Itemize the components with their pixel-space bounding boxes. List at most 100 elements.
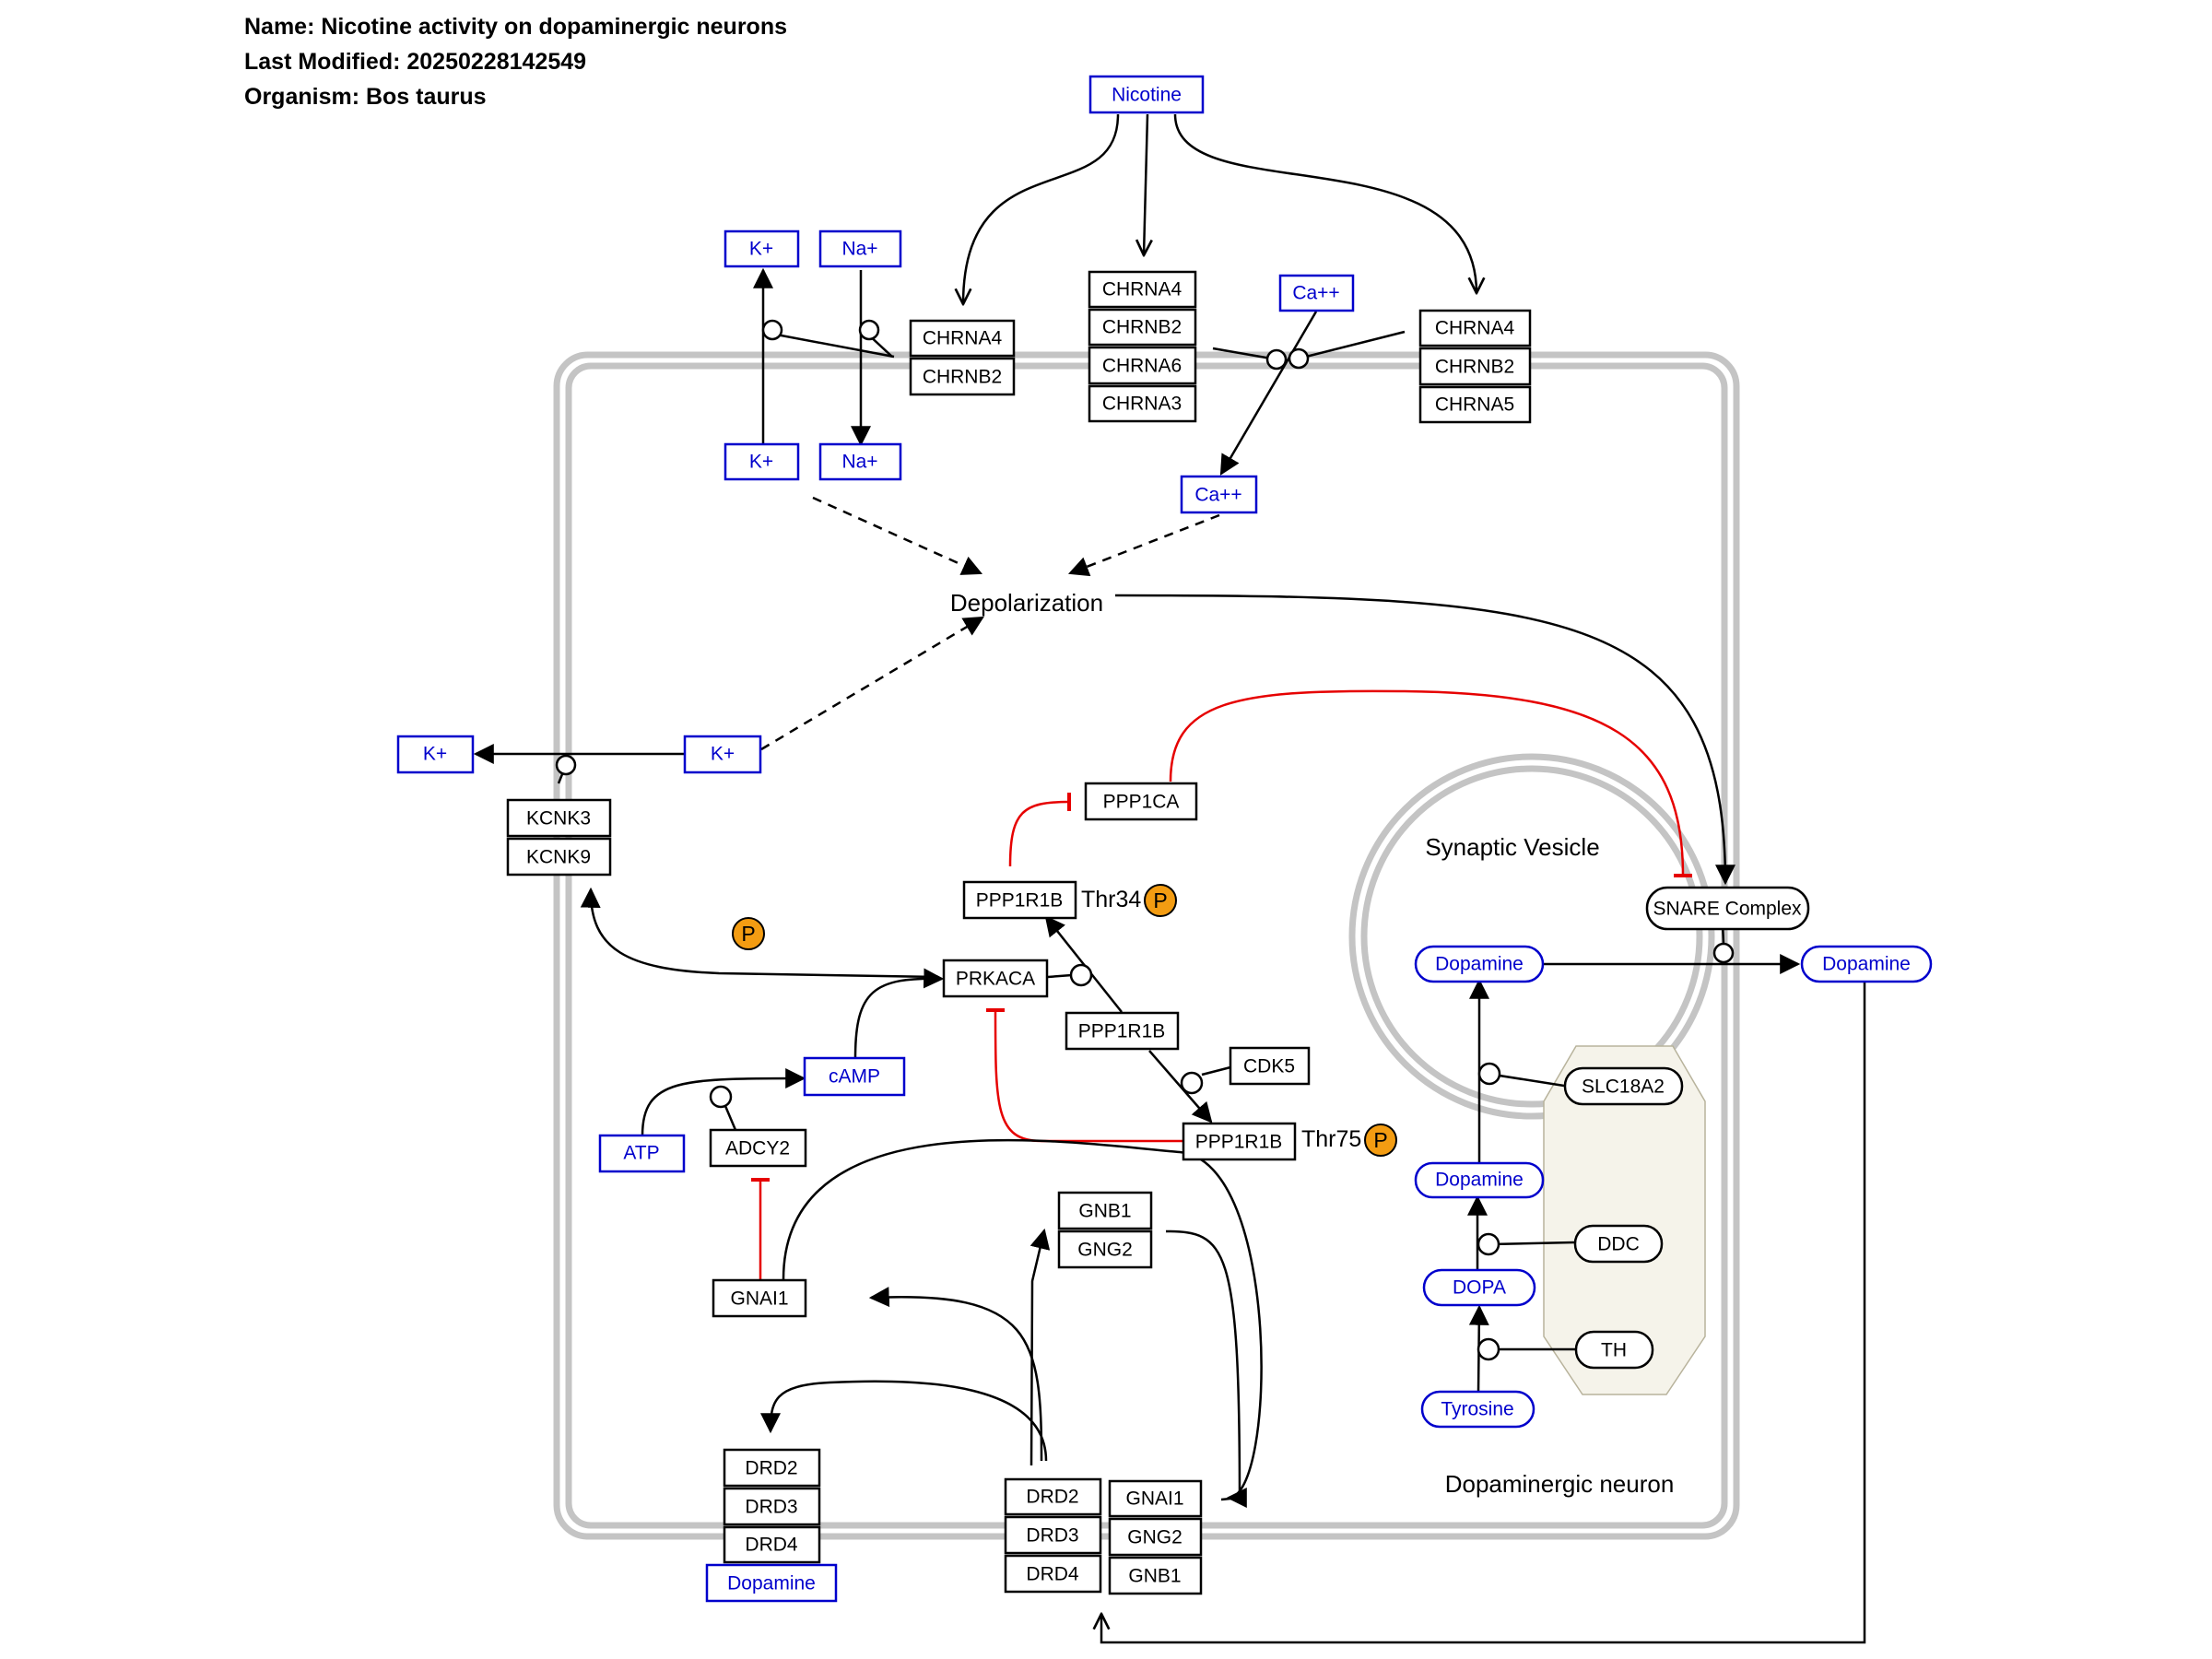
- ppp1r1b-label: PPP1R1B: [1195, 1132, 1283, 1153]
- ppp1ca-label: PPP1CA: [1103, 792, 1180, 813]
- ca-outside-node[interactable]: Ca++: [1278, 274, 1355, 312]
- ppp1r1b-thr75-node[interactable]: PPP1R1B: [1182, 1122, 1297, 1161]
- prkaca-catalysis-line: [1047, 973, 1073, 979]
- depolarization-to-snare-line: [1114, 594, 1735, 886]
- kcnk9-label: KCNK9: [526, 847, 591, 868]
- gnai1-gng2-gnb1-complex[interactable]: GNAI1 GNG2 GNB1: [1108, 1479, 1203, 1595]
- ppp1r1b-to-thr75-line: [1148, 1050, 1213, 1124]
- dopamine-cytosol-node[interactable]: Dopamine: [1414, 1161, 1545, 1199]
- snare-catalysis-node: [1712, 942, 1735, 964]
- na-plus-outside-top-node[interactable]: Na+: [818, 229, 902, 268]
- nicotine-node[interactable]: Nicotine: [1088, 75, 1205, 114]
- ca-to-depolarization-dashed: [1067, 513, 1220, 577]
- nicotine-to-chrna4-chrnb2-line: [963, 113, 1120, 304]
- phospho-letter: P: [1373, 1128, 1387, 1152]
- chrna6-complex[interactable]: CHRNA4 CHRNB2 CHRNA6 CHRNA3: [1088, 270, 1197, 423]
- synaptic-vesicle-inner: [1360, 765, 1703, 1108]
- camp-node[interactable]: cAMP: [803, 1056, 906, 1097]
- gnai1-node[interactable]: GNAI1: [712, 1278, 807, 1318]
- ppp1ca-inhibits-snare: [1169, 689, 1693, 878]
- drd-to-gnai1-line: [868, 1287, 1043, 1462]
- k-plus-label: K+: [423, 744, 447, 765]
- adcy2-catalysis-line: [724, 1105, 737, 1131]
- adcy2-node[interactable]: ADCY2: [709, 1128, 807, 1168]
- gnb1-label: GNB1: [1128, 1566, 1181, 1587]
- th-label: TH: [1601, 1340, 1627, 1361]
- chrnb2-label: CHRNB2: [923, 367, 1002, 388]
- kcnk-complex[interactable]: KCNK3 KCNK9: [506, 798, 612, 877]
- ddc-node[interactable]: DDC: [1573, 1224, 1664, 1264]
- th-catalysis-node: [1477, 1337, 1500, 1361]
- na-catalysis-node: [858, 319, 880, 341]
- snare-complex-label: SNARE Complex: [1653, 899, 1802, 920]
- drd2-label: DRD2: [745, 1458, 797, 1479]
- chrna5-label: CHRNA5: [1435, 394, 1514, 416]
- gnb1-gng2-complex[interactable]: GNB1 GNG2: [1057, 1191, 1153, 1269]
- nicotine-to-chrna6-complex-line: [1144, 113, 1147, 255]
- snare-complex-node[interactable]: SNARE Complex: [1645, 886, 1810, 931]
- k-plus-inside-top-node[interactable]: K+: [724, 442, 800, 481]
- dopa-node[interactable]: DOPA: [1422, 1268, 1536, 1307]
- prkaca-to-kcnk-line: [580, 887, 938, 979]
- nicotine-to-chrna5-complex-line: [1173, 113, 1477, 293]
- ca-inside-node[interactable]: Ca++: [1180, 475, 1258, 514]
- ddc-label: DDC: [1597, 1234, 1640, 1255]
- slc18a2-label: SLC18A2: [1582, 1077, 1665, 1098]
- gng2-label: GNG2: [1077, 1240, 1133, 1261]
- kcnk3-label: KCNK3: [526, 808, 591, 830]
- slc18a2-node[interactable]: SLC18A2: [1563, 1066, 1684, 1106]
- prkaca-node[interactable]: PRKACA: [942, 959, 1049, 998]
- drd4-label: DRD4: [745, 1535, 797, 1556]
- dopamine-label: Dopamine: [1435, 954, 1524, 975]
- dopa-label: DOPA: [1453, 1277, 1506, 1299]
- na-plus-inside-top-node[interactable]: Na+: [818, 442, 902, 481]
- cdk5-node[interactable]: CDK5: [1229, 1046, 1311, 1086]
- chrna3-label: CHRNA3: [1102, 394, 1182, 415]
- ca-label: Ca++: [1292, 283, 1339, 304]
- nicotine-label: Nicotine: [1112, 85, 1182, 106]
- phospho-badge: P: [732, 917, 765, 950]
- k-catalysis-node: [761, 319, 783, 341]
- dopamine-label: Dopamine: [1435, 1170, 1524, 1191]
- kcnk-catalysis-node: [555, 754, 577, 776]
- synaptic-vesicle-label: Synaptic Vesicle: [1425, 833, 1599, 861]
- atp-label: ATP: [623, 1143, 659, 1164]
- k-plus-inside-left-node[interactable]: K+: [683, 735, 762, 774]
- drd-left-complex[interactable]: DRD2 DRD3 DRD4: [723, 1448, 821, 1564]
- dopamine-label: Dopamine: [1822, 954, 1911, 975]
- thr34-site-label: Thr34: [1081, 887, 1141, 912]
- gng2-label: GNG2: [1127, 1527, 1182, 1548]
- chrna4-chrnb2-complex[interactable]: CHRNA4 CHRNB2: [909, 319, 1016, 396]
- drd-right-complex[interactable]: DRD2 DRD3 DRD4: [1004, 1477, 1102, 1594]
- cdk5-label: CDK5: [1243, 1056, 1295, 1077]
- ppp1r1b-node[interactable]: PPP1R1B: [1065, 1011, 1180, 1051]
- organism: Organism: Bos taurus: [244, 84, 487, 110]
- ddc-catalysis-node: [1477, 1232, 1500, 1256]
- chrna4-label: CHRNA4: [923, 328, 1003, 349]
- ca-catalysis-node-right: [1288, 347, 1310, 370]
- chrna5-complex[interactable]: CHRNA4 CHRNB2 CHRNA5: [1418, 309, 1532, 424]
- atp-node[interactable]: ATP: [598, 1134, 686, 1173]
- phospho-letter: P: [741, 922, 755, 946]
- ppp1r1b-thr34-node[interactable]: PPP1R1B: [962, 880, 1077, 920]
- tyrosine-node[interactable]: Tyrosine: [1420, 1390, 1535, 1429]
- drd-to-gnb1-line: [1030, 1228, 1051, 1466]
- drd3-label: DRD3: [745, 1497, 797, 1518]
- gnb1-to-gprotein-line: [1165, 1230, 1241, 1501]
- chrnb2-label: CHRNB2: [1435, 357, 1514, 378]
- adcy2-catalysis-node: [709, 1085, 733, 1109]
- k-plus-outside-top-node[interactable]: K+: [724, 229, 800, 268]
- k-plus-label: K+: [749, 452, 773, 473]
- tyrosine-label: Tyrosine: [1441, 1399, 1513, 1420]
- ppp1ca-node[interactable]: PPP1CA: [1084, 782, 1198, 821]
- camp-label: cAMP: [829, 1066, 880, 1088]
- k-plus-outside-left-node[interactable]: K+: [396, 735, 475, 774]
- dopamine-bottom-node[interactable]: Dopamine: [705, 1563, 838, 1603]
- k-to-depolarization-dashed: [812, 496, 983, 575]
- chrnb2-label: CHRNB2: [1102, 317, 1182, 338]
- prkaca-label: PRKACA: [956, 969, 1035, 990]
- dopamine-outside-node[interactable]: Dopamine: [1800, 945, 1933, 983]
- dopamine-vesicle-node[interactable]: Dopamine: [1414, 945, 1545, 983]
- th-node[interactable]: TH: [1574, 1330, 1654, 1370]
